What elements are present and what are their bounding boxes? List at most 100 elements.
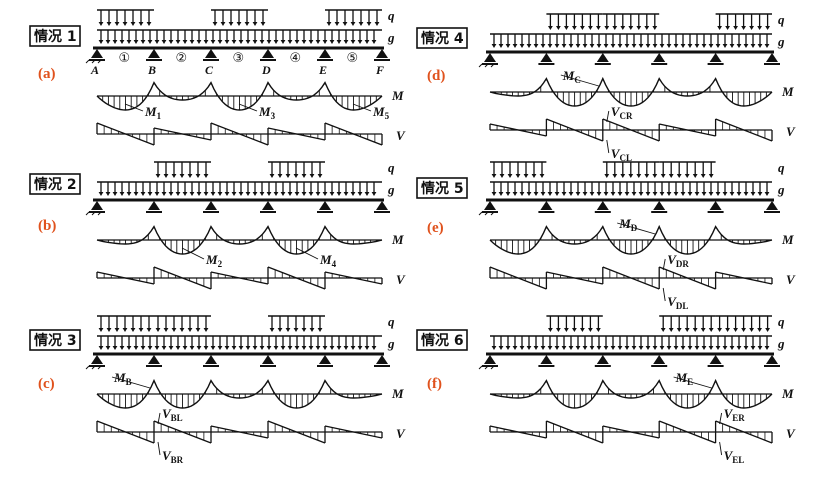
case-1-shear-diagram <box>96 122 383 146</box>
case-4-box-label: 情况 4 <box>421 30 464 47</box>
case-3-annotation-0-leader <box>111 376 151 389</box>
case-5-q-arrows-span-3 <box>604 162 658 178</box>
case-6-annotation-1-leader <box>719 412 723 425</box>
case-1-support-5 <box>374 49 390 61</box>
case-6-q-label: q <box>778 314 785 329</box>
case-4-q-arrows-span-3 <box>604 14 658 30</box>
case-3-q-label: q <box>388 314 395 329</box>
case-4-annotation-VCR: VCR <box>611 104 633 121</box>
case-4-support-2 <box>594 53 611 65</box>
case-2-moment-diagram <box>96 225 383 255</box>
support-label-D: D <box>261 63 271 77</box>
support-label-B: B <box>147 63 156 77</box>
case-4-g-label: g <box>777 34 785 49</box>
case-3-moment-diagram <box>96 378 383 409</box>
case-5-letter: (e) <box>427 220 444 236</box>
case-6-box <box>416 329 468 351</box>
case-5-q-label: q <box>778 160 785 175</box>
case-2-support-2 <box>203 201 219 213</box>
case-6-annotation-VEL: VEL <box>724 448 745 465</box>
case-4-q-arrows-span-5 <box>717 14 770 30</box>
case-1-support-3 <box>260 49 276 61</box>
case-4-shear-diagram <box>489 118 773 142</box>
case-1-q-arrows-span-3 <box>212 10 266 26</box>
case-2-letter: (b) <box>38 218 56 234</box>
case-1-q-arrows-span-1 <box>98 10 152 26</box>
case-2-annotation-M2: M2 <box>205 252 223 269</box>
span-label-2: ② <box>176 51 188 66</box>
case-4-q-label: q <box>778 12 785 27</box>
case-2-q-arrows-span-2 <box>155 162 209 178</box>
span-label-1: ① <box>119 51 131 66</box>
case-2-m-label: M <box>391 232 404 247</box>
case-2-support-1 <box>146 201 162 213</box>
case-4-annotation-MC: MC <box>562 68 581 85</box>
case-6-v-label: V <box>786 426 796 441</box>
support-label-A: A <box>90 63 99 77</box>
case-1-support-0 <box>85 49 105 64</box>
case-2-annotation-0-leader <box>181 247 205 260</box>
case-4-annotation-2-leader <box>606 139 610 154</box>
case-6-annotation-VER: VER <box>724 406 746 423</box>
case-4-annotation-1-leader <box>606 110 610 123</box>
case-1-g-label: g <box>387 30 395 45</box>
case-4-annotation-VCL: VCL <box>611 146 632 163</box>
case-5-support-5 <box>764 201 780 213</box>
case-3-annotation-MB: MB <box>113 370 132 387</box>
case-6-support-0 <box>478 355 498 370</box>
case-3-shear-diagram <box>96 420 383 444</box>
case-4-annotation-0-leader <box>560 74 599 87</box>
case-5-support-4 <box>707 201 724 213</box>
case-6-g-arrows <box>491 336 770 350</box>
case-5-q-arrows-span-1 <box>491 162 545 178</box>
case-5-m-label: M <box>781 232 794 247</box>
case-4-m-label: M <box>781 84 794 99</box>
case-5-box-label: 情况 5 <box>421 180 464 197</box>
case-6-annotation-2-leader <box>719 441 723 456</box>
case-6-support-4 <box>707 355 724 367</box>
case-6-support-2 <box>594 355 611 367</box>
case-3-support-0 <box>85 355 105 370</box>
case-2-shear-diagram <box>96 266 383 290</box>
case-6-m-label: M <box>781 386 794 401</box>
case-3-g-label: g <box>387 336 395 351</box>
case-4-moment-diagram <box>489 76 773 107</box>
case-3-support-4 <box>317 355 333 367</box>
support-label-C: C <box>205 63 214 77</box>
case-3-box-label: 情况 3 <box>34 332 77 349</box>
case-1-support-4 <box>317 49 333 61</box>
case-2-annotation-1-leader <box>295 247 319 260</box>
case-1-annotation-M5: M5 <box>372 104 390 121</box>
case-4-g-arrows <box>491 34 770 48</box>
case-6-q-arrows-span-4 <box>660 316 714 332</box>
case-5-support-1 <box>538 201 555 213</box>
case-1-letter: (a) <box>38 66 56 82</box>
case-2-box <box>29 173 81 195</box>
case-1-box <box>29 25 81 47</box>
case-3-annotation-VBL: VBL <box>162 406 183 423</box>
span-label-5: ⑤ <box>347 51 359 66</box>
case-2-box-label: 情况 2 <box>34 176 77 193</box>
case-6-shear-diagram <box>489 420 773 444</box>
case-5-annotation-MD: MD <box>618 216 638 233</box>
support-label-E: E <box>318 63 327 77</box>
case-6-box-label: 情况 6 <box>421 332 464 349</box>
case-3-annotation-2-leader <box>157 441 161 456</box>
case-1-m-label: M <box>391 88 404 103</box>
case-5-annotation-0-leader <box>617 222 656 235</box>
case-1-v-label: V <box>396 128 406 143</box>
case-6-g-label: g <box>777 336 785 351</box>
case-3-g-arrows <box>98 336 377 350</box>
case-1-annotation-1-leader <box>238 103 258 112</box>
case-4-support-1 <box>538 53 555 65</box>
case-5-support-0 <box>478 201 498 216</box>
case-5-q-arrows-span-4 <box>660 162 714 178</box>
case-6-letter: (f) <box>427 376 442 392</box>
case-2-g-label: g <box>387 182 395 197</box>
